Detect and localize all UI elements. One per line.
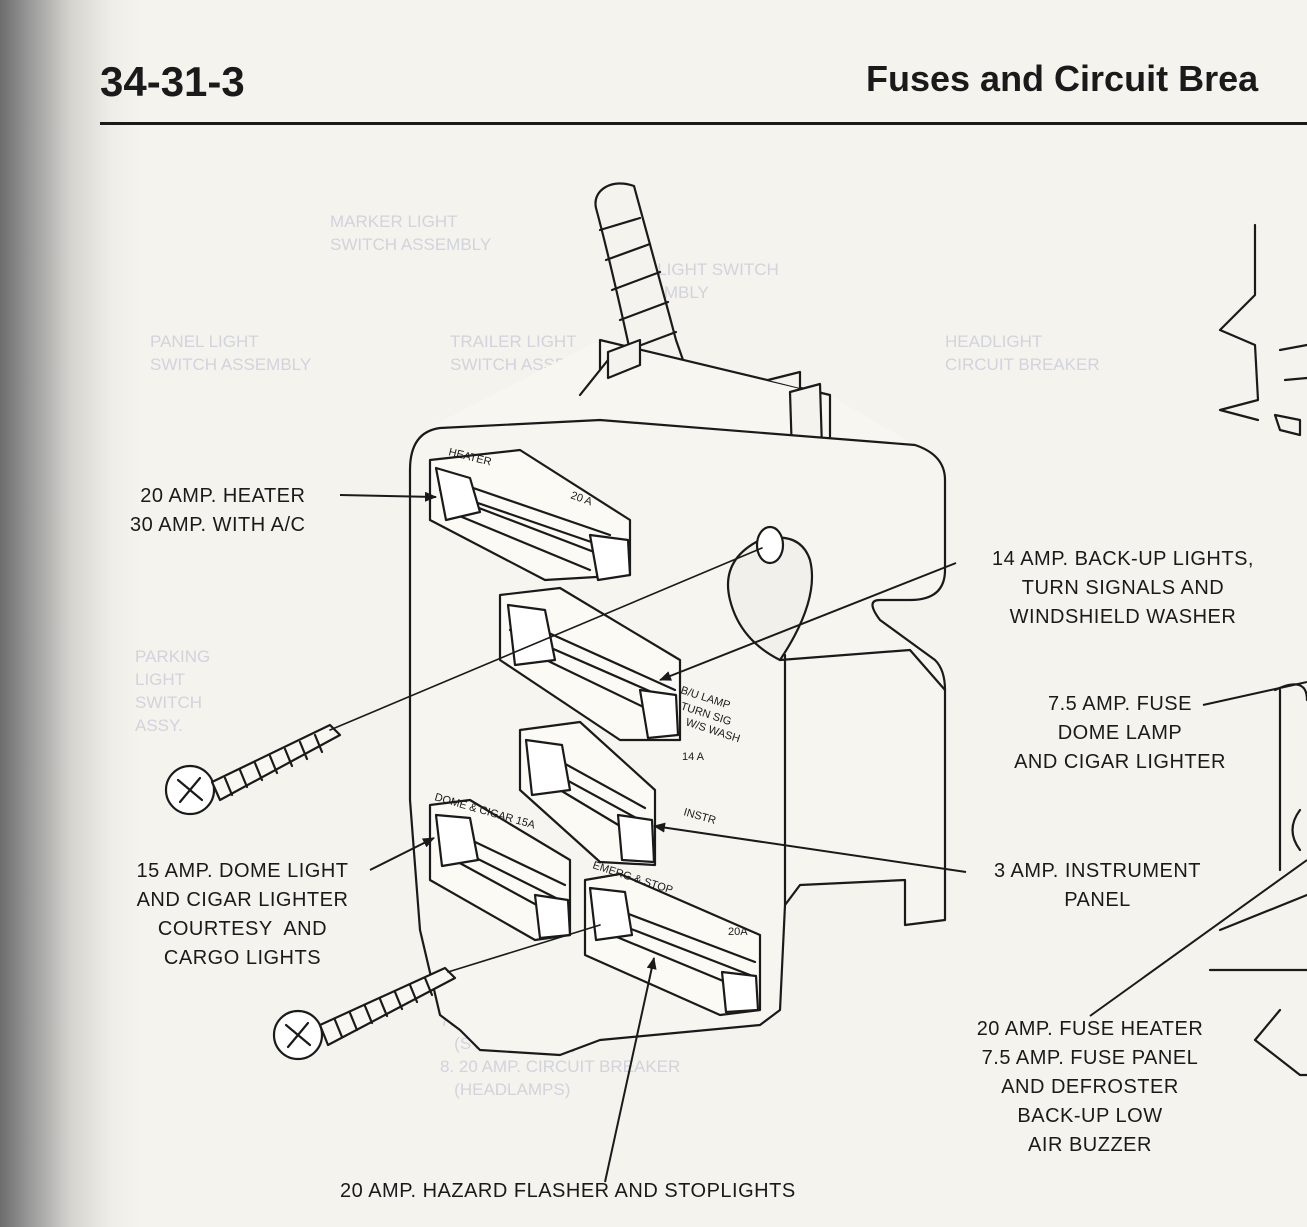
bleed-through-text: HEADLIGHT CIRCUIT BREAKER: [945, 332, 1100, 374]
leader-instrument: [653, 822, 967, 873]
bleed-through-text: MARKER LIGHT SWITCH ASSEMBLY: [330, 212, 492, 254]
fuse-dome-cigar: [428, 798, 572, 942]
bleed-through-text: PARKING LIGHT SWITCH ASSY.: [135, 647, 211, 735]
leader-hazard: [604, 957, 657, 1183]
block-label-backup-rating: 14 A: [682, 751, 705, 763]
mounting-screw-upper: [164, 723, 342, 816]
callout-dome-lamp-fuse: 7.5 AMP. FUSE DOME LAMP AND CIGAR LIGHTE…: [1014, 693, 1226, 773]
fuse-heater: [428, 448, 632, 582]
leader-fuse-heater: [1089, 859, 1307, 1017]
bleed-through-text: PANEL LIGHT SWITCH ASSEMBLY: [150, 332, 312, 374]
callout-dome-light: 15 AMP. DOME LIGHT AND CIGAR LIGHTER COU…: [136, 860, 349, 969]
leader-heater: [339, 491, 437, 502]
callout-heater: 20 AMP. HEATER 30 AMP. WITH A/C: [130, 485, 306, 536]
leader-dome-lamp: [1202, 681, 1307, 706]
block-label-emerg-rating: 20A: [728, 926, 748, 938]
fuse-emergency-stop: [583, 872, 762, 1017]
leader-dome-light: [369, 837, 435, 871]
callout-hazard-flasher: 20 AMP. HAZARD FLASHER AND STOPLIGHTS: [340, 1180, 796, 1202]
callout-fuse-heater: 20 AMP. FUSE HEATER 7.5 AMP. FUSE PANEL …: [976, 1018, 1204, 1156]
header-rule: [100, 122, 1307, 125]
callout-backup-lights: 14 AMP. BACK-UP LIGHTS, TURN SIGNALS AND…: [992, 548, 1254, 628]
headlight-circuit-breaker-bracket: [1208, 223, 1307, 1077]
leader-backup: [659, 562, 957, 681]
fuse-instrument: [518, 720, 657, 867]
page-title: Fuses and Circuit Brea: [866, 58, 1259, 99]
callout-instrument-panel: 3 AMP. INSTRUMENT PANEL: [993, 860, 1202, 911]
mounting-screw-lower: [272, 966, 457, 1061]
section-number: 34-31-3: [100, 58, 245, 105]
